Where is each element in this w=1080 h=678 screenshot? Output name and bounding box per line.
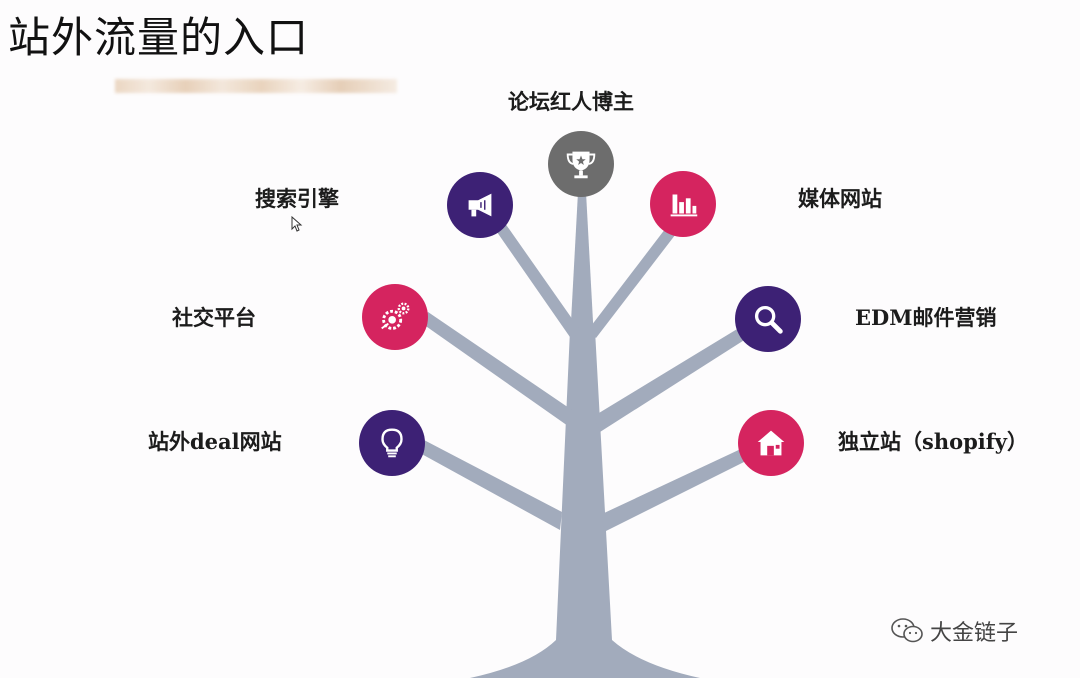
tree-trunk <box>470 330 700 678</box>
bar-chart-icon <box>670 194 698 217</box>
label-edm: EDM邮件营销 <box>855 305 997 330</box>
megaphone-icon <box>468 193 492 217</box>
wechat-icon <box>891 618 923 643</box>
branch-social <box>420 312 572 426</box>
label-search: 搜索引擎 <box>255 186 339 211</box>
gears-icon <box>381 302 410 330</box>
trophy-icon <box>566 151 596 179</box>
megaphone-node <box>447 172 513 238</box>
magnifier-icon <box>754 305 783 334</box>
branch-search <box>490 216 580 340</box>
trophy-node <box>548 131 614 197</box>
label-deal: 站外deal网站 <box>148 429 282 454</box>
label-forum: 论坛红人博主 <box>508 89 634 114</box>
bar-chart-node <box>650 171 716 237</box>
label-social: 社交平台 <box>172 305 256 330</box>
label-indie: 独立站（shopify） <box>838 429 1028 454</box>
branch-edm <box>594 320 760 432</box>
magnifier-node <box>735 286 801 352</box>
lightbulb-icon <box>381 428 403 458</box>
house-icon <box>757 430 785 456</box>
mouse-cursor-icon <box>291 216 303 232</box>
branch-indie <box>602 440 764 532</box>
branch-media <box>588 220 682 338</box>
gears-node <box>362 284 428 350</box>
page-title: 站外流量的入口 <box>8 13 310 62</box>
watermark: 大金链子 <box>890 615 1018 647</box>
house-node <box>738 410 804 476</box>
lightbulb-node <box>359 410 425 476</box>
blurred-subtitle <box>115 79 397 93</box>
label-media: 媒体网站 <box>798 186 882 211</box>
branch-top <box>570 192 594 340</box>
watermark-text: 大金链子 <box>930 621 1019 646</box>
branch-deal <box>418 440 562 530</box>
